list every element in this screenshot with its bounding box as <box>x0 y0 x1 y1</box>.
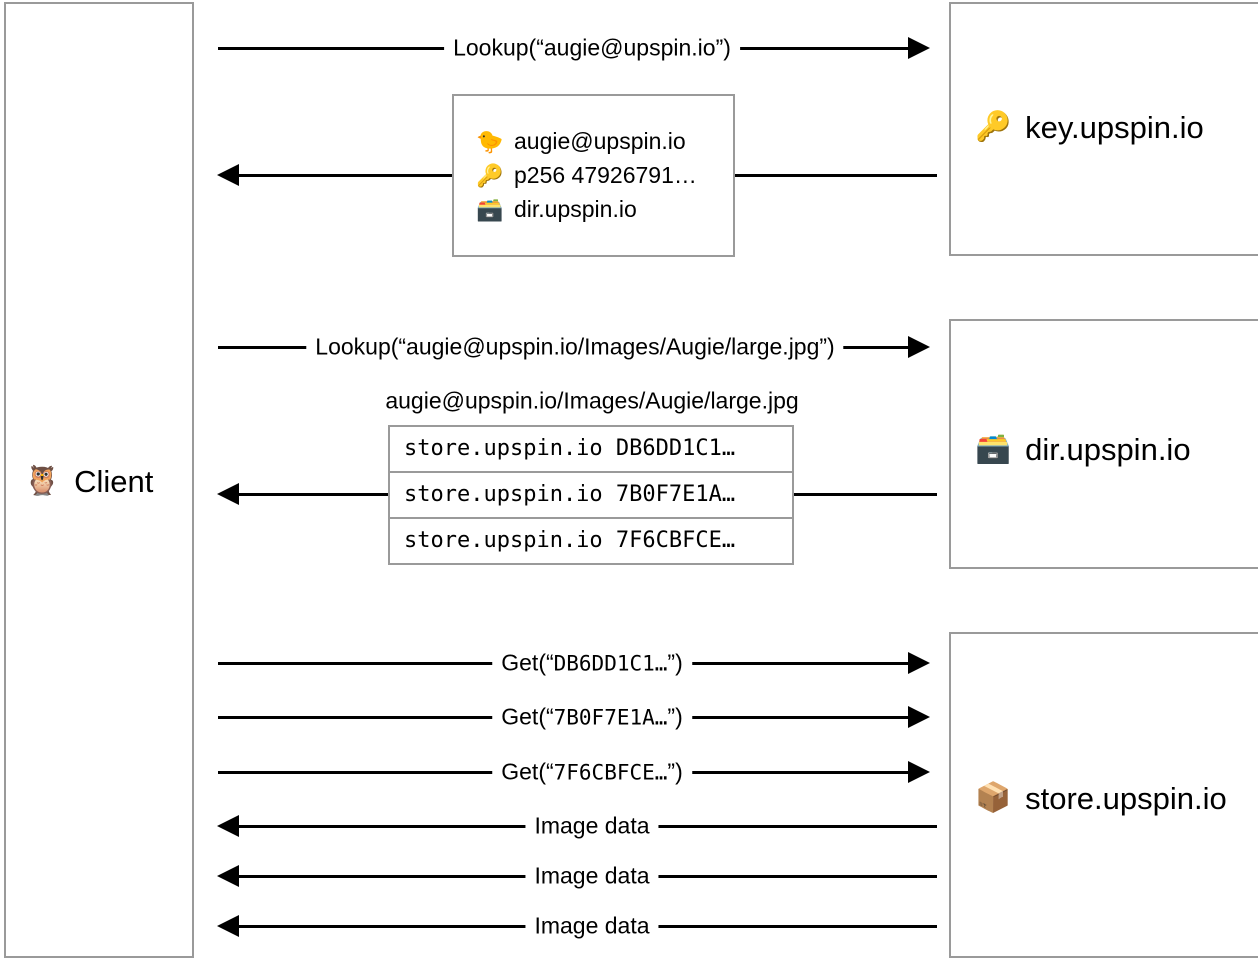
message-label-image-data-1: Image data <box>525 814 659 838</box>
arrowhead-store-get-1 <box>908 652 930 674</box>
key-icon: 🔑 <box>975 111 1012 143</box>
arrowhead-image-data-1 <box>217 815 239 837</box>
arrowhead-store-get-3 <box>908 761 930 783</box>
message-label-image-data-3: Image data <box>525 914 659 938</box>
key-record-dirserver: dir.upspin.io <box>514 196 637 222</box>
dir-response-path-caption: augie@upspin.io/Images/Augie/large.jpg <box>385 387 799 414</box>
store-get-3-prefix: Get(“ <box>501 758 554 785</box>
store-get-3-suffix: ”) <box>667 758 683 785</box>
store-get-2-suffix: ”) <box>667 703 683 730</box>
lifeline-key-server <box>949 2 1258 256</box>
actor-label-key-server: 🔑 key.upspin.io <box>975 112 1204 143</box>
arrow-line-key-lookup-response-right <box>734 174 937 177</box>
owl-icon: 🦉 <box>24 465 61 497</box>
baby-chick-icon: 🐤 <box>476 128 504 154</box>
package-icon: 📦 <box>975 782 1012 814</box>
arrow-line-key-lookup-response-left <box>238 174 453 177</box>
actor-name-store-server: store.upspin.io <box>1025 781 1227 816</box>
block-reference-row: store.upspin.io DB6DD1C1… <box>388 425 794 473</box>
key-record-row-dirserver: 🗃️ dir.upspin.io <box>476 198 733 221</box>
store-get-2-prefix: Get(“ <box>501 703 554 730</box>
store-get-1-suffix: ”) <box>667 649 683 676</box>
key-icon: 🔑 <box>476 162 504 188</box>
key-record-box: 🐤 augie@upspin.io 🔑 p256 47926791… 🗃️ di… <box>452 94 735 257</box>
store-get-1-ref: DB6DD1C1… <box>553 651 668 676</box>
message-label-key-lookup-request: Lookup(“augie@upspin.io”) <box>444 36 740 60</box>
message-label-store-get-2: Get(“7B0F7E1A…”) <box>492 703 692 730</box>
arrow-line-dir-lookup-response-left <box>238 493 390 496</box>
message-label-store-get-1: Get(“DB6DD1C1…”) <box>492 649 692 676</box>
arrowhead-store-get-2 <box>908 706 930 728</box>
key-record-row-username: 🐤 augie@upspin.io <box>476 130 733 153</box>
arrowhead-dir-lookup-request <box>908 336 930 358</box>
key-record-publickey: p256 47926791… <box>514 162 697 188</box>
message-label-store-get-3: Get(“7F6CBFCE…”) <box>492 758 692 785</box>
actor-name-client: Client <box>74 464 154 499</box>
key-record-username: augie@upspin.io <box>514 128 686 154</box>
card-index-dividers-icon: 🗃️ <box>975 433 1012 465</box>
lifeline-dir-server <box>949 319 1258 569</box>
arrowhead-image-data-2 <box>217 865 239 887</box>
arrow-line-dir-lookup-response-right <box>793 493 937 496</box>
arrowhead-key-lookup-request <box>908 37 930 59</box>
actor-label-client: 🦉 Client <box>24 466 153 497</box>
arrowhead-image-data-3 <box>217 915 239 937</box>
block-reference-table: store.upspin.io DB6DD1C1… store.upspin.i… <box>388 425 794 565</box>
store-get-1-prefix: Get(“ <box>501 649 554 676</box>
block-reference-row: store.upspin.io 7B0F7E1A… <box>388 471 794 519</box>
arrowhead-key-lookup-response <box>217 164 239 186</box>
store-get-2-ref: 7B0F7E1A… <box>553 705 668 730</box>
store-get-3-ref: 7F6CBFCE… <box>553 760 668 785</box>
actor-name-key-server: key.upspin.io <box>1025 110 1204 145</box>
actor-label-dir-server: 🗃️ dir.upspin.io <box>975 434 1191 465</box>
actor-name-dir-server: dir.upspin.io <box>1025 432 1191 467</box>
message-label-image-data-2: Image data <box>525 864 659 888</box>
message-label-dir-lookup-request: Lookup(“augie@upspin.io/Images/Augie/lar… <box>306 335 844 359</box>
lifeline-client <box>4 2 194 958</box>
block-reference-row: store.upspin.io 7F6CBFCE… <box>388 517 794 565</box>
card-index-dividers-icon: 🗃️ <box>476 196 504 222</box>
key-record-row-publickey: 🔑 p256 47926791… <box>476 164 733 187</box>
arrowhead-dir-lookup-response <box>217 483 239 505</box>
actor-label-store-server: 📦 store.upspin.io <box>975 783 1227 814</box>
lifeline-store-server <box>949 632 1258 958</box>
